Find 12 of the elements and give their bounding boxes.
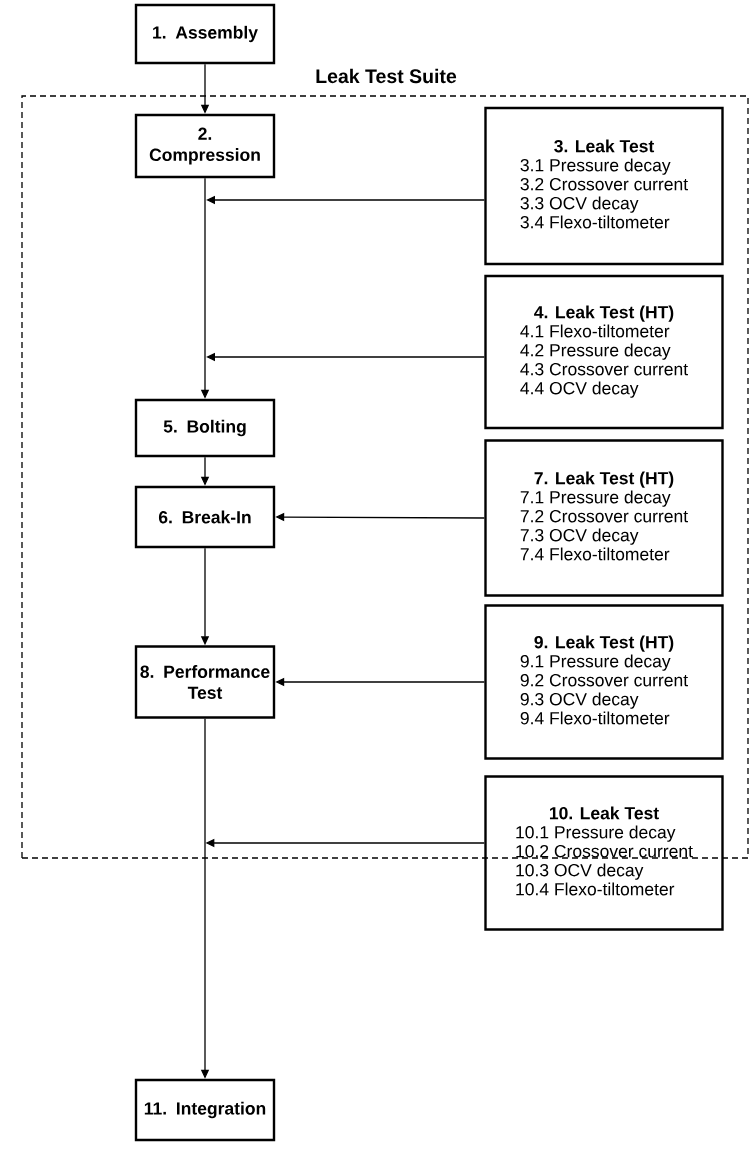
test-list-box: 4. Leak Test (HT) 4.1 Flexo-tiltometer 4.2 Pressure decay 4.3 Crossover current 4.4 OCV decay bbox=[484, 274, 724, 430]
test-list-box: 7. Leak Test (HT) 7.1 Pressure decay 7.2 Crossover current 7.3 OCV decay 7.4 Flexo-tiltometer bbox=[484, 439, 724, 597]
process-box: 5. Bolting bbox=[134, 398, 276, 458]
process-box: 11. Integration bbox=[134, 1078, 276, 1142]
process-box: 1. Assembly bbox=[134, 3, 276, 65]
group-title: Leak Test Suite bbox=[316, 68, 457, 84]
process-box: 8. Performance Test bbox=[134, 645, 276, 719]
test-list-box: 3. Leak Test 3.1 Pressure decay 3.2 Crossover current 3.3 OCV decay 3.4 Flexo-tiltometer bbox=[484, 106, 724, 266]
test-list-box: 9. Leak Test (HT) 9.1 Pressure decay 9.2 Crossover current 9.3 OCV decay 9.4 Flexo-tiltometer bbox=[484, 604, 724, 760]
process-box: 2. Compression bbox=[134, 113, 276, 179]
test-list-box: 10. Leak Test 10.1 Pressure decay 10.2 Crossover current 10.3 OCV decay 10.4 Flexo-tiltometer bbox=[484, 775, 724, 931]
process-box: 6. Break-In bbox=[134, 485, 276, 549]
